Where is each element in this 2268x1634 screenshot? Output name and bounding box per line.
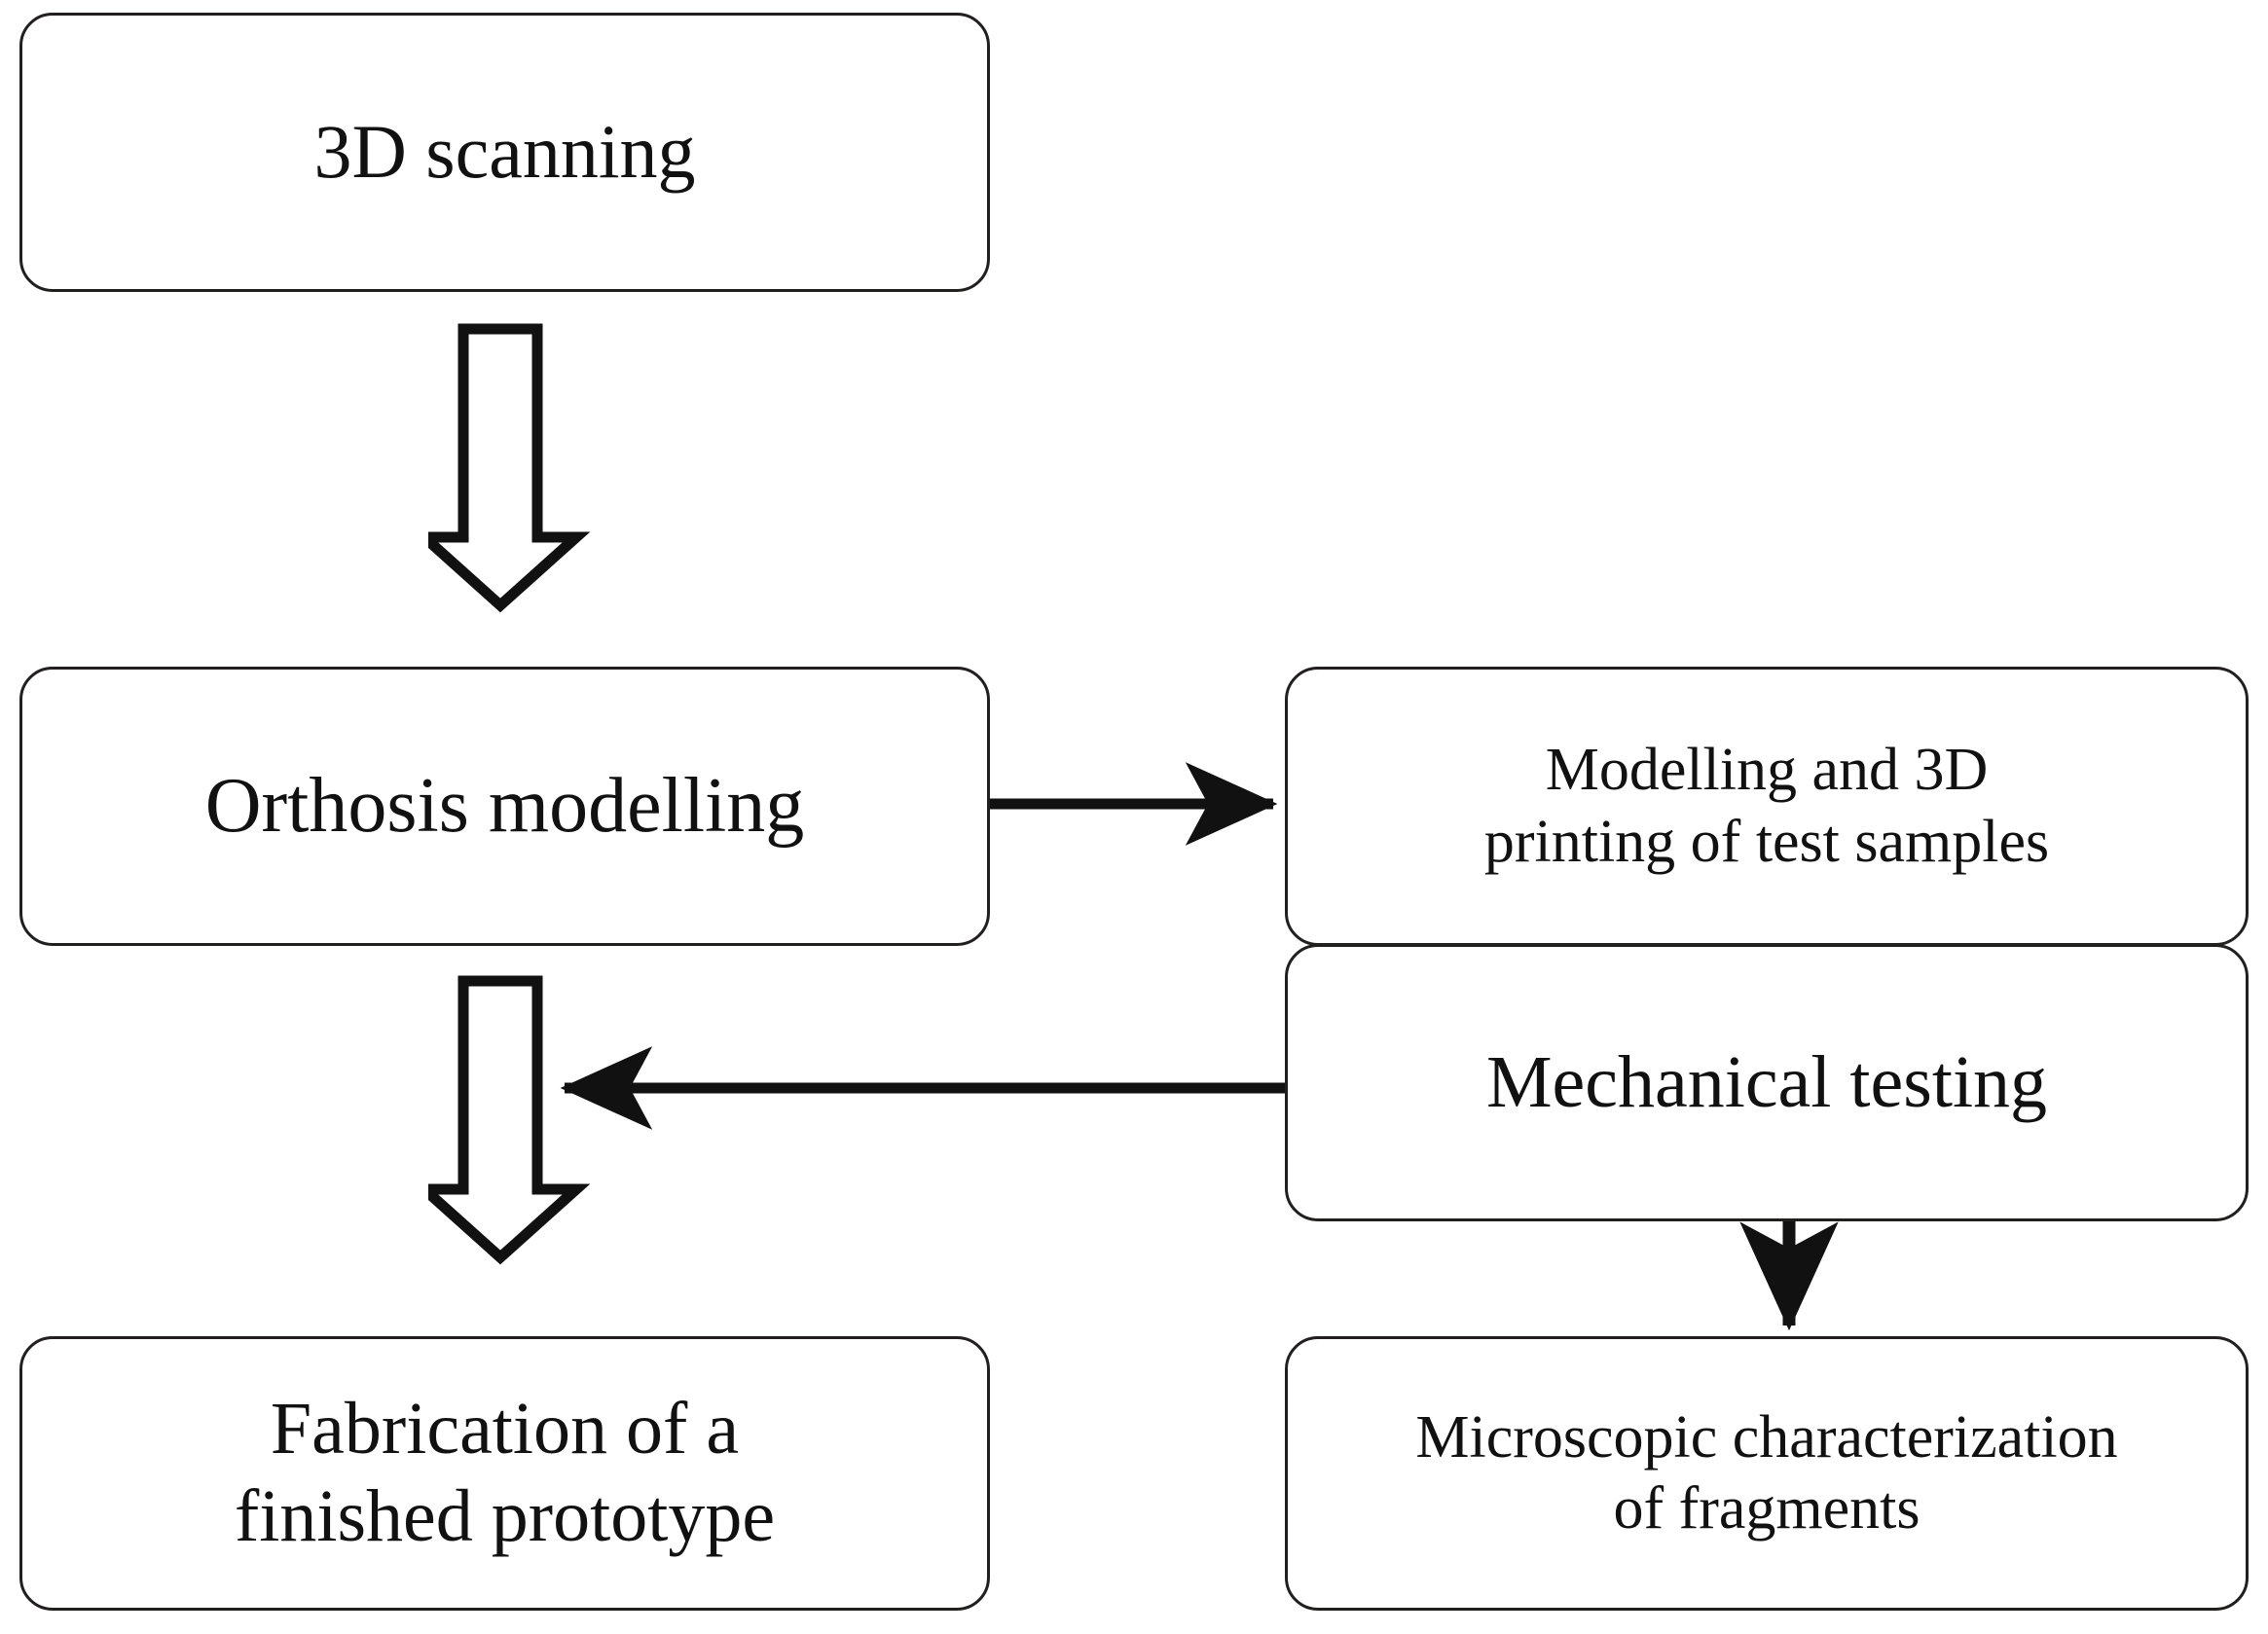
node-fabrication-of-a-finished-prototype[interactable]: Fabrication of a finished prototype <box>19 1336 990 1611</box>
node-label-modelling-and-3d-printing-of-test-samples: Modelling and 3D printing of test sample… <box>1483 737 2050 875</box>
node-microscopic-characterization-of-fragments[interactable]: Microscopic characterization of fragment… <box>1285 1336 2249 1611</box>
node-label-3d-scanning: 3D scanning <box>313 109 696 195</box>
node-label-orthosis-modelling: Orthosis modelling <box>204 763 805 850</box>
node-label-fabrication-of-a-finished-prototype: Fabrication of a finished prototype <box>234 1388 776 1557</box>
block-arrow-scan-to-orthosis <box>428 323 591 613</box>
node-mechanical-testing[interactable]: Mechanical testing <box>1285 944 2249 1221</box>
node-3d-scanning[interactable]: 3D scanning <box>19 13 990 292</box>
node-label-microscopic-characterization-of-fragments: Microscopic characterization of fragment… <box>1415 1403 2118 1542</box>
node-modelling-and-3d-printing-of-test-samples[interactable]: Modelling and 3D printing of test sample… <box>1285 667 2249 946</box>
block-arrow-orthosis-to-fabrication <box>428 975 591 1265</box>
node-label-mechanical-testing: Mechanical testing <box>1485 1040 2048 1123</box>
node-orthosis-modelling[interactable]: Orthosis modelling <box>19 667 990 946</box>
